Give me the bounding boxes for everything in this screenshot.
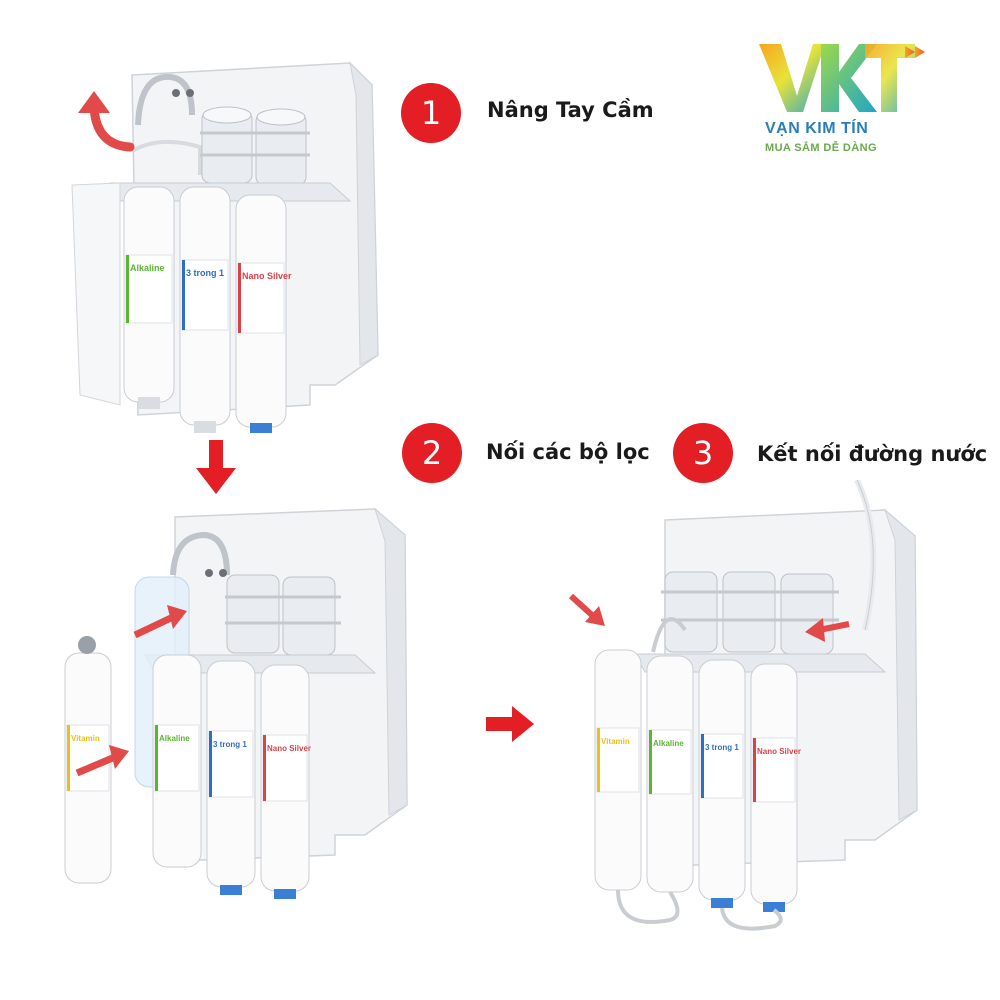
brand-name: VẠN KIM TÍN (765, 120, 869, 137)
illustration-step-1: Alkaline 3 trong 1 Nano Silver (71, 61, 379, 433)
svg-text:Nano Silver: Nano Silver (267, 744, 311, 753)
svg-text:Vitamin: Vitamin (601, 737, 630, 746)
filter-alkaline-3: Alkaline (646, 655, 694, 893)
filter-three-in-one-2: 3 trong 1 (206, 660, 256, 895)
step-3-label: Kết nối đường nước (757, 442, 988, 466)
flow-arrow-icon (568, 593, 850, 642)
svg-text:3 trong 1: 3 trong 1 (705, 743, 739, 752)
filter-three-in-one-3: 3 trong 1 (698, 659, 746, 908)
svg-text:Alkaline: Alkaline (653, 739, 684, 748)
filter-nano-silver: Nano Silver (235, 194, 292, 433)
step-1-label: Nâng Tay Cầm (487, 98, 654, 122)
flow-arrow-icon (75, 605, 187, 777)
brand-logo: VẠN KIM TÍN MUA SẮM DỄ DÀNG (755, 38, 930, 163)
svg-text:Vitamin: Vitamin (71, 734, 100, 743)
filter-alkaline-2: Alkaline (152, 654, 202, 868)
step-3-badge: 3 (673, 423, 733, 483)
arrow-right-icon (486, 706, 534, 742)
svg-text:Alkaline: Alkaline (159, 734, 190, 743)
illustration-step-3: Vitamin Alkaline 3 trong 1 Nano Silver (568, 480, 918, 931)
svg-text:Alkaline: Alkaline (130, 263, 165, 273)
filter-nano-silver-3: Nano Silver (750, 663, 801, 912)
illustration-step-2: Vitamin Alkaline 3 trong 1 Nano Silver (64, 507, 408, 899)
arrow-up-curved-icon (89, 102, 135, 152)
filter-vitamin-3: Vitamin (594, 649, 642, 891)
brand-slogan: MUA SẮM DỄ DÀNG (765, 142, 877, 154)
svg-text:Nano Silver: Nano Silver (242, 271, 292, 281)
filter-alkaline: Alkaline (123, 186, 175, 409)
step-2-badge: 2 (402, 423, 462, 483)
filter-nano-silver-2: Nano Silver (260, 664, 311, 899)
step-2-label: Nối các bộ lọc (486, 440, 650, 464)
arrow-down-icon (196, 440, 236, 494)
svg-text:3 trong 1: 3 trong 1 (213, 740, 247, 749)
svg-text:3 trong 1: 3 trong 1 (186, 268, 224, 278)
filter-vitamin: Vitamin (64, 636, 112, 884)
logo-mark (759, 44, 925, 112)
filter-three-in-one: 3 trong 1 (179, 186, 231, 433)
step-1-badge: 1 (401, 83, 461, 143)
svg-text:Nano Silver: Nano Silver (757, 747, 801, 756)
